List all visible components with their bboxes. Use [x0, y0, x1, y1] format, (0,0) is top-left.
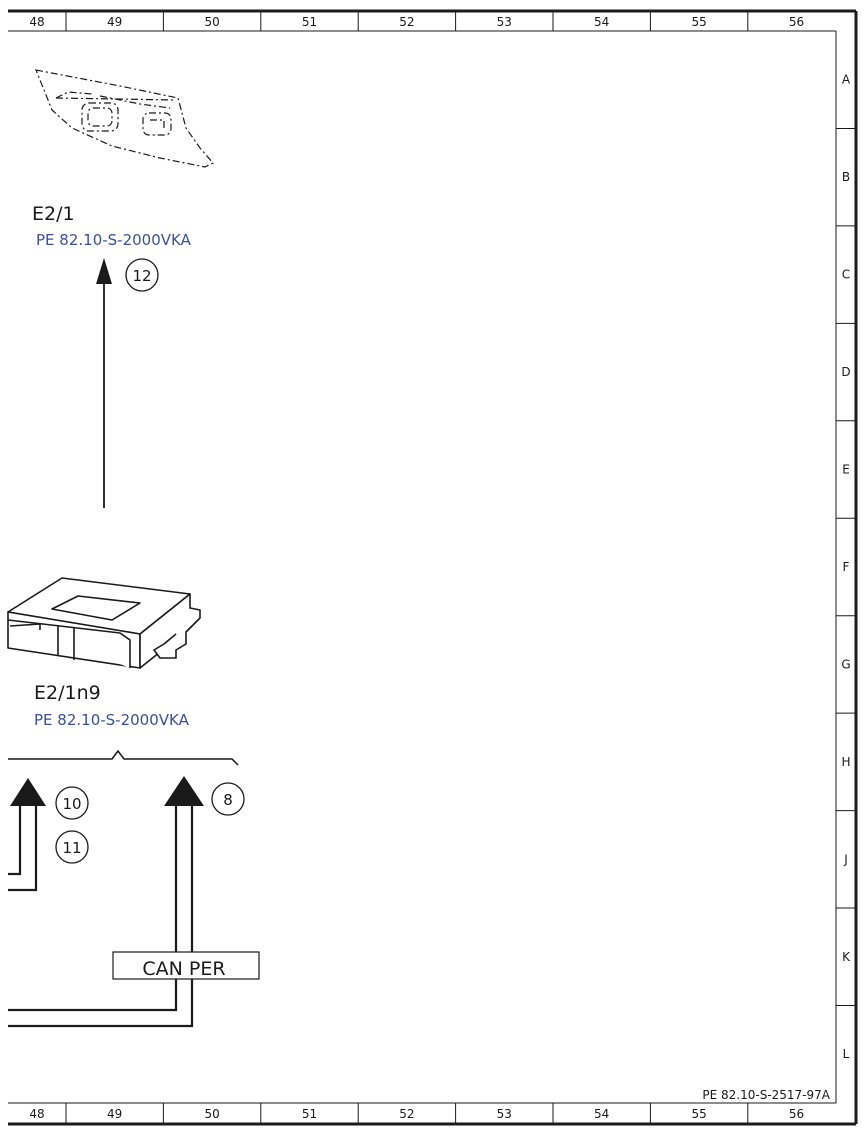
callout-8: 8: [211, 782, 245, 816]
svg-text:11: 11: [62, 839, 81, 857]
document-reference: PE 82.10-S-2517-97A: [702, 1088, 830, 1102]
callout-10: 10: [55, 786, 89, 820]
column-label-56: 56: [789, 1107, 804, 1121]
column-label-53: 53: [497, 1107, 512, 1121]
column-label-54: 54: [594, 15, 609, 29]
column-label-52: 52: [399, 1107, 414, 1121]
column-label-55: 55: [691, 1107, 706, 1121]
callout-12: 12: [125, 258, 159, 292]
column-ruler-top: 48 49 50 51 52 53 54 55 56: [29, 11, 804, 31]
column-label-52: 52: [399, 15, 414, 29]
column-label-53: 53: [497, 15, 512, 29]
can-bus-label: CAN PER: [142, 958, 225, 980]
row-label-F: F: [843, 560, 850, 574]
row-ruler-right: A B C D E F G H J K L: [836, 73, 856, 1061]
row-label-A: A: [842, 73, 851, 87]
control-module-icon: [7, 577, 201, 669]
column-label-51: 51: [302, 1107, 317, 1121]
signal-arrow-10-11: [8, 778, 46, 892]
row-label-B: B: [842, 170, 850, 184]
component-e2-1-id: E2/1: [32, 203, 75, 225]
column-label-49: 49: [107, 15, 122, 29]
drawing-frame: [8, 9, 858, 1126]
component-e2-1-reference-link[interactable]: PE 82.10-S-2000VKA: [36, 231, 192, 249]
component-bracket: [8, 749, 239, 766]
row-label-L: L: [843, 1047, 850, 1061]
row-label-G: G: [841, 657, 850, 671]
callout-11: 11: [55, 830, 89, 864]
row-label-H: H: [841, 755, 850, 769]
column-ruler-bottom: 48 49 50 51 52 53 54 55 56: [29, 1103, 804, 1124]
column-label-48: 48: [29, 15, 44, 29]
can-bus-arrow-8: [8, 776, 204, 1028]
column-label-54: 54: [594, 1107, 609, 1121]
row-label-J: J: [843, 852, 848, 866]
column-label-56: 56: [789, 15, 804, 29]
column-label-50: 50: [204, 1107, 219, 1121]
svg-text:8: 8: [223, 791, 233, 809]
headlamp-icon: [35, 69, 214, 168]
column-label-55: 55: [691, 15, 706, 29]
row-label-D: D: [841, 365, 850, 379]
row-label-E: E: [842, 463, 850, 477]
row-label-K: K: [842, 950, 851, 964]
component-e2-1n9-id: E2/1n9: [34, 682, 101, 704]
column-label-49: 49: [107, 1107, 122, 1121]
signal-arrow-12: [96, 258, 112, 508]
component-e2-1n9-reference-link[interactable]: PE 82.10-S-2000VKA: [34, 711, 190, 729]
svg-text:12: 12: [132, 267, 151, 285]
row-label-C: C: [842, 268, 850, 282]
column-label-48: 48: [29, 1107, 44, 1121]
svg-text:10: 10: [62, 795, 81, 813]
column-label-51: 51: [302, 15, 317, 29]
can-bus-label-box: CAN PER: [112, 951, 260, 980]
column-label-50: 50: [204, 15, 219, 29]
